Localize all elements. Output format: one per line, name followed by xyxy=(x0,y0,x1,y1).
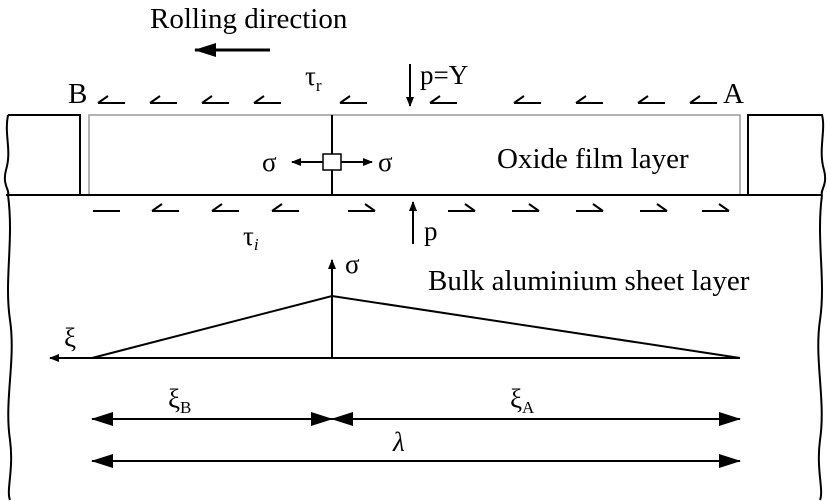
point-a-label: A xyxy=(723,78,744,110)
sigma-left-label: σ xyxy=(262,147,277,177)
top-pressure-label: p=Y xyxy=(420,60,468,90)
xi-axis-label: ξ xyxy=(64,323,76,353)
lambda-label: λ xyxy=(392,427,405,457)
right-block-outline xyxy=(747,114,827,196)
stress-element xyxy=(322,153,342,171)
bulk-left-edge xyxy=(7,194,13,501)
bulk-layer-label: Bulk aluminium sheet layer xyxy=(428,265,750,297)
bottom-shear-marks xyxy=(93,203,730,212)
tau-i-label: τi xyxy=(243,221,259,254)
point-b-label: B xyxy=(68,78,87,110)
stress-distribution-line xyxy=(91,294,741,359)
rolling-direction-label: Rolling direction xyxy=(150,3,348,35)
oxide-film-layer-label: Oxide film layer xyxy=(497,143,689,175)
xi-a-label: ξA xyxy=(510,384,535,417)
left-block-outline xyxy=(3,114,81,196)
sigma-axis-label: σ xyxy=(345,249,360,279)
sigma-right-label: σ xyxy=(378,147,393,177)
tau-r-label: τr xyxy=(305,61,322,95)
xi-b-label: ξB xyxy=(168,384,191,417)
top-shear-marks xyxy=(97,95,717,104)
bulk-right-edge xyxy=(817,194,823,501)
bottom-pressure-label: p xyxy=(424,216,438,246)
